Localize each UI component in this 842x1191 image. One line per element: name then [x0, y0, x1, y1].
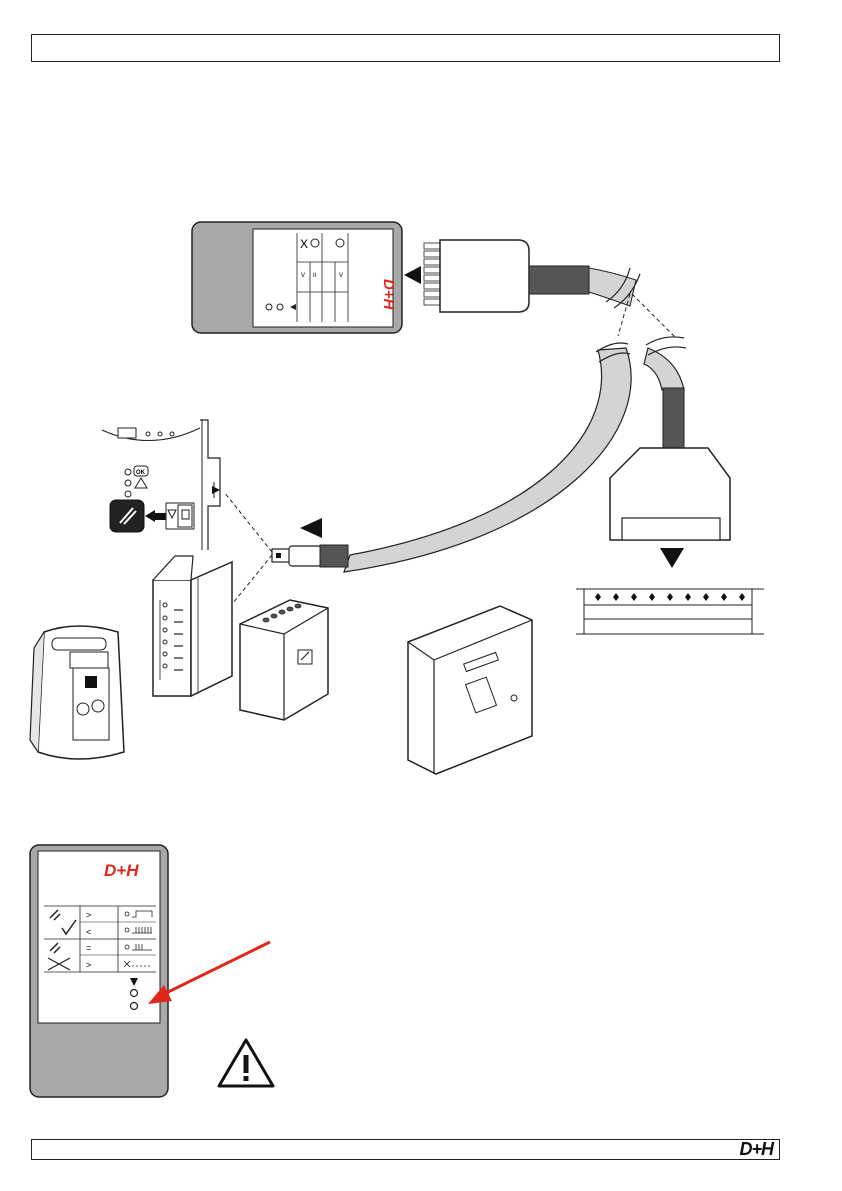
led-1 — [131, 990, 138, 997]
warning-small-icon — [135, 478, 147, 488]
x-symbol: X — [300, 237, 308, 251]
device-top: X V II V D+H — [192, 222, 402, 333]
label-v2: II — [313, 273, 317, 279]
mini-plug — [272, 545, 348, 567]
label-v3: V — [339, 273, 343, 279]
row-4-symbol: > — [86, 960, 91, 970]
device-top-logo: D+H — [380, 279, 397, 311]
led-ok-label: OK — [136, 470, 146, 476]
remote-card-logo: D+H — [104, 861, 139, 880]
led-2 — [131, 1003, 138, 1010]
pin-strip — [576, 589, 764, 634]
arrow-down-icon — [660, 548, 684, 568]
open-enclosure — [153, 556, 232, 696]
label-v1: V — [301, 273, 305, 279]
wall-controller — [30, 626, 124, 759]
cable-main — [344, 348, 631, 572]
connector-wide — [610, 448, 730, 540]
junction-box — [240, 600, 328, 720]
warning-icon — [219, 1040, 273, 1086]
large-box — [408, 606, 532, 774]
row-3-symbol: = — [86, 943, 91, 953]
connector-top — [424, 240, 636, 312]
arrow-left-icon — [404, 266, 421, 284]
arrow-left-icon-2 — [300, 518, 322, 538]
remote-card: D+H > < = > — [30, 845, 168, 1097]
row-2-symbol: < — [86, 927, 91, 937]
panel-detail: OK — [102, 420, 220, 550]
row-1-symbol: > — [86, 910, 91, 920]
